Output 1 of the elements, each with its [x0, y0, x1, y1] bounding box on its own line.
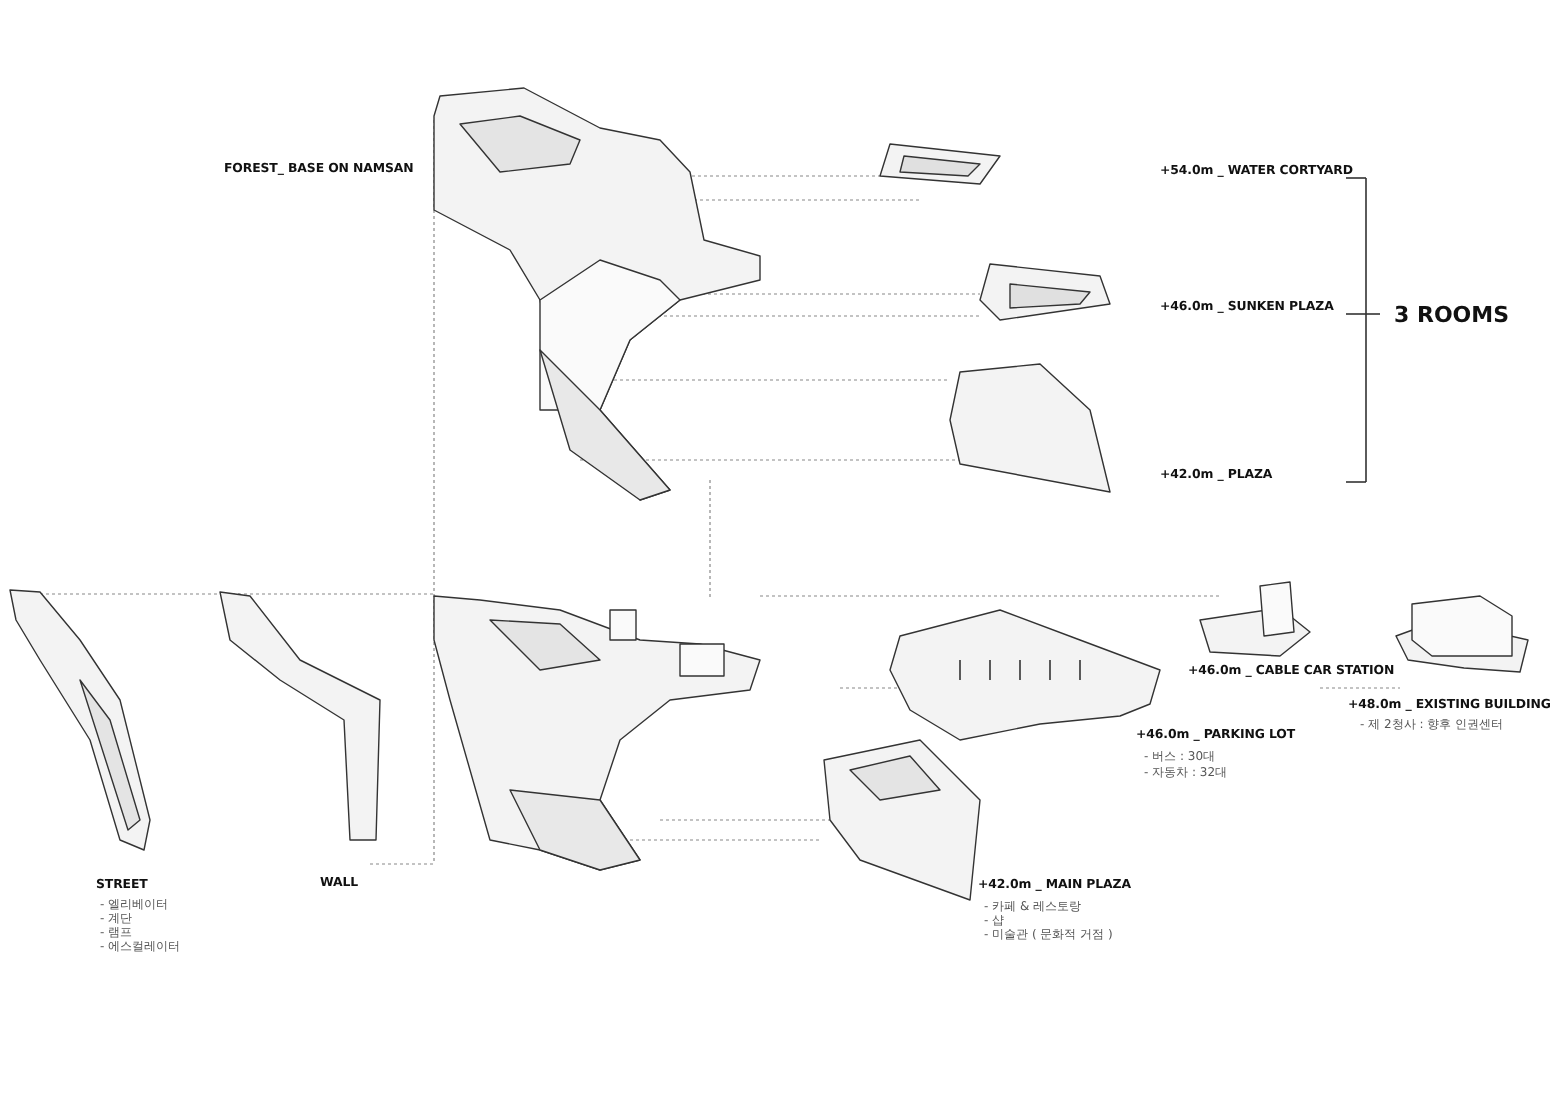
- group-label: 3 ROOMS: [1394, 304, 1510, 326]
